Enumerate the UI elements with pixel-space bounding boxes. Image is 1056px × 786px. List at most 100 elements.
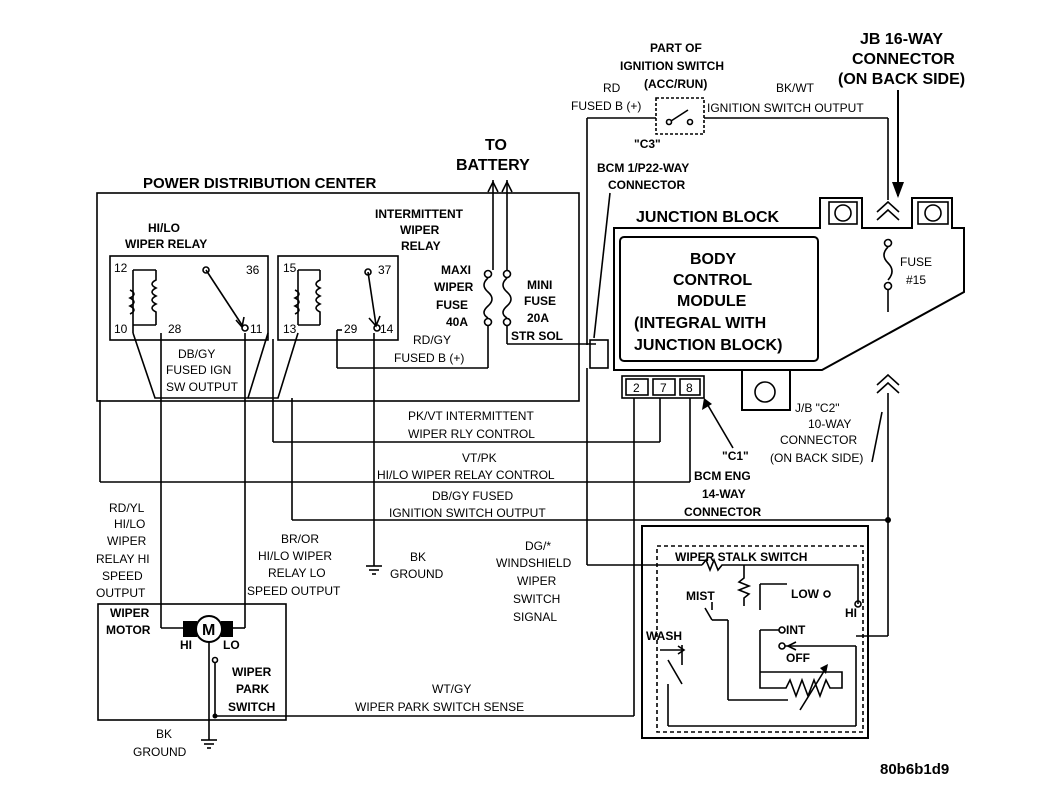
park-label-2: PARK xyxy=(236,682,269,696)
c1-label-3: 14-WAY xyxy=(702,487,746,501)
variable-resistor xyxy=(759,664,843,711)
rdyl-label-3: WIPER xyxy=(107,534,147,548)
pin-28: 28 xyxy=(168,322,182,336)
junction-block-outline xyxy=(613,197,965,411)
jb16-connector-symbol xyxy=(876,200,900,221)
ign-out-label: IGNITION SWITCH OUTPUT xyxy=(707,101,864,115)
pin-11: 11 xyxy=(250,322,263,336)
hilo-relay-label-1: HI/LO xyxy=(148,221,180,235)
fused-b-top-label: FUSED B (+) xyxy=(571,99,641,113)
hilo-relay-coil xyxy=(128,269,158,326)
stalk-resistor-1 xyxy=(701,557,859,604)
maxi-fuse xyxy=(483,269,493,327)
low-label: LOW xyxy=(791,587,820,601)
dg-label-4: SWITCH xyxy=(513,592,560,606)
wtgy-label-1: WT/GY xyxy=(432,682,471,696)
wiper-motor-label-1: WIPER xyxy=(110,606,150,620)
dg-label-1: DG/* xyxy=(525,539,551,553)
pdc-title: POWER DISTRIBUTION CENTER xyxy=(143,175,377,192)
motor-hi-label: HI xyxy=(180,638,192,652)
battery-arrow-1 xyxy=(487,180,499,193)
int-relay-label-1: INTERMITTENT xyxy=(375,207,464,221)
c3-label-1: "C3" xyxy=(634,137,661,151)
hilo-relay-contact xyxy=(202,266,249,332)
rdyl-label-2: HI/LO xyxy=(114,517,145,531)
bkwt-label: BK/WT xyxy=(776,81,815,95)
rdyl-label-5: SPEED xyxy=(102,569,143,583)
vtpk-label-1: VT/PK xyxy=(462,451,497,465)
park-switch-icon xyxy=(211,656,219,719)
junction-block-label: JUNCTION BLOCK xyxy=(636,209,780,226)
jb16-label-1: JB 16-WAY xyxy=(860,31,943,48)
dbgy-label-1: DB/GY xyxy=(178,347,215,361)
wiper-motor-label-2: MOTOR xyxy=(106,623,151,637)
bcm-label-4: (INTEGRAL WITH xyxy=(634,315,766,332)
fuse15-label-2: #15 xyxy=(906,273,926,287)
fuse-15 xyxy=(883,238,893,291)
ground-1-icon xyxy=(366,565,382,575)
pin-14: 14 xyxy=(380,322,394,336)
hilo-relay-label-2: WIPER RELAY xyxy=(125,237,207,251)
pkvt-label-2: WIPER RLY CONTROL xyxy=(408,427,535,441)
battery-arrow-2 xyxy=(501,180,513,193)
ground-label-1: GROUND xyxy=(390,567,444,581)
pin-36: 36 xyxy=(246,263,260,277)
c1-label-4: CONNECTOR xyxy=(684,505,761,519)
stalk-switch-label: WIPER STALK SWITCH xyxy=(675,550,807,564)
svg-text:M: M xyxy=(202,622,215,639)
motor-lo-label: LO xyxy=(223,638,240,652)
mini-fuse xyxy=(502,269,512,327)
c1-label-2: BCM ENG xyxy=(694,469,751,483)
maxi-label-1: MAXI xyxy=(441,263,471,277)
figure-id: 80b6b1d9 xyxy=(880,761,949,778)
mini-label-1: MINI xyxy=(527,278,552,292)
bk-label-1: BK xyxy=(410,550,426,564)
rdgy-label: RD/GY xyxy=(413,333,451,347)
pin-37: 37 xyxy=(378,263,392,277)
ignition-switch-box xyxy=(655,97,705,135)
c2-label-1: J/B "C2" xyxy=(795,401,840,415)
c2-label-3: CONNECTOR xyxy=(780,433,857,447)
dbgy-label-3: SW OUTPUT xyxy=(166,380,239,394)
stalk-switch-outer xyxy=(641,525,869,739)
pin-10: 10 xyxy=(114,322,128,336)
jb16-label-3: (ON BACK SIDE) xyxy=(838,71,965,88)
wash-label: WASH xyxy=(646,629,682,643)
pkvt-label-1: PK/VT INTERMITTENT xyxy=(408,409,534,423)
c2-label-4: (ON BACK SIDE) xyxy=(770,451,863,465)
ign-label-2: IGNITION SWITCH xyxy=(620,59,724,73)
maxi-label-4: 40A xyxy=(446,315,468,329)
mini-label-4: STR SOL xyxy=(511,329,563,343)
bror-label-1: BR/OR xyxy=(281,532,319,546)
hilo-relay-box xyxy=(109,255,269,341)
c1-pin-7: 7 xyxy=(660,381,667,395)
c1-connector xyxy=(621,375,705,399)
to-label: TO xyxy=(485,137,507,154)
int-relay-coil xyxy=(293,269,322,326)
bcm-label-1: BODY xyxy=(690,251,737,268)
int-relay-label-2: WIPER xyxy=(400,223,440,237)
c3-label-2: BCM 1/P22-WAY xyxy=(597,161,689,175)
c1-label-1: "C1" xyxy=(722,449,749,463)
ground-label-2: GROUND xyxy=(133,745,187,759)
c2-label-2: 10-WAY xyxy=(808,417,851,431)
jb16-label-2: CONNECTOR xyxy=(852,51,955,68)
c3-leader xyxy=(593,192,611,339)
rd-label: RD xyxy=(603,81,621,95)
rdyl-label-6: OUTPUT xyxy=(96,586,146,600)
c1-pin-2: 2 xyxy=(633,381,640,395)
c1-leader xyxy=(705,401,734,449)
mini-label-2: FUSE xyxy=(524,294,556,308)
rdyl-label-1: RD/YL xyxy=(109,501,145,515)
maxi-label-2: WIPER xyxy=(434,280,474,294)
mini-label-3: 20A xyxy=(527,311,549,325)
c1-pin-8: 8 xyxy=(686,381,693,395)
dbgyf-label-2: IGNITION SWITCH OUTPUT xyxy=(389,506,546,520)
fused-b-label: FUSED B (+) xyxy=(394,351,464,365)
off-label: OFF xyxy=(786,651,810,665)
c2-connector-symbol xyxy=(876,373,900,394)
rdyl-label-4: RELAY HI xyxy=(96,552,150,566)
vtpk-label-2: HI/LO WIPER RELAY CONTROL xyxy=(377,468,555,482)
int-relay-label-3: RELAY xyxy=(401,239,441,253)
